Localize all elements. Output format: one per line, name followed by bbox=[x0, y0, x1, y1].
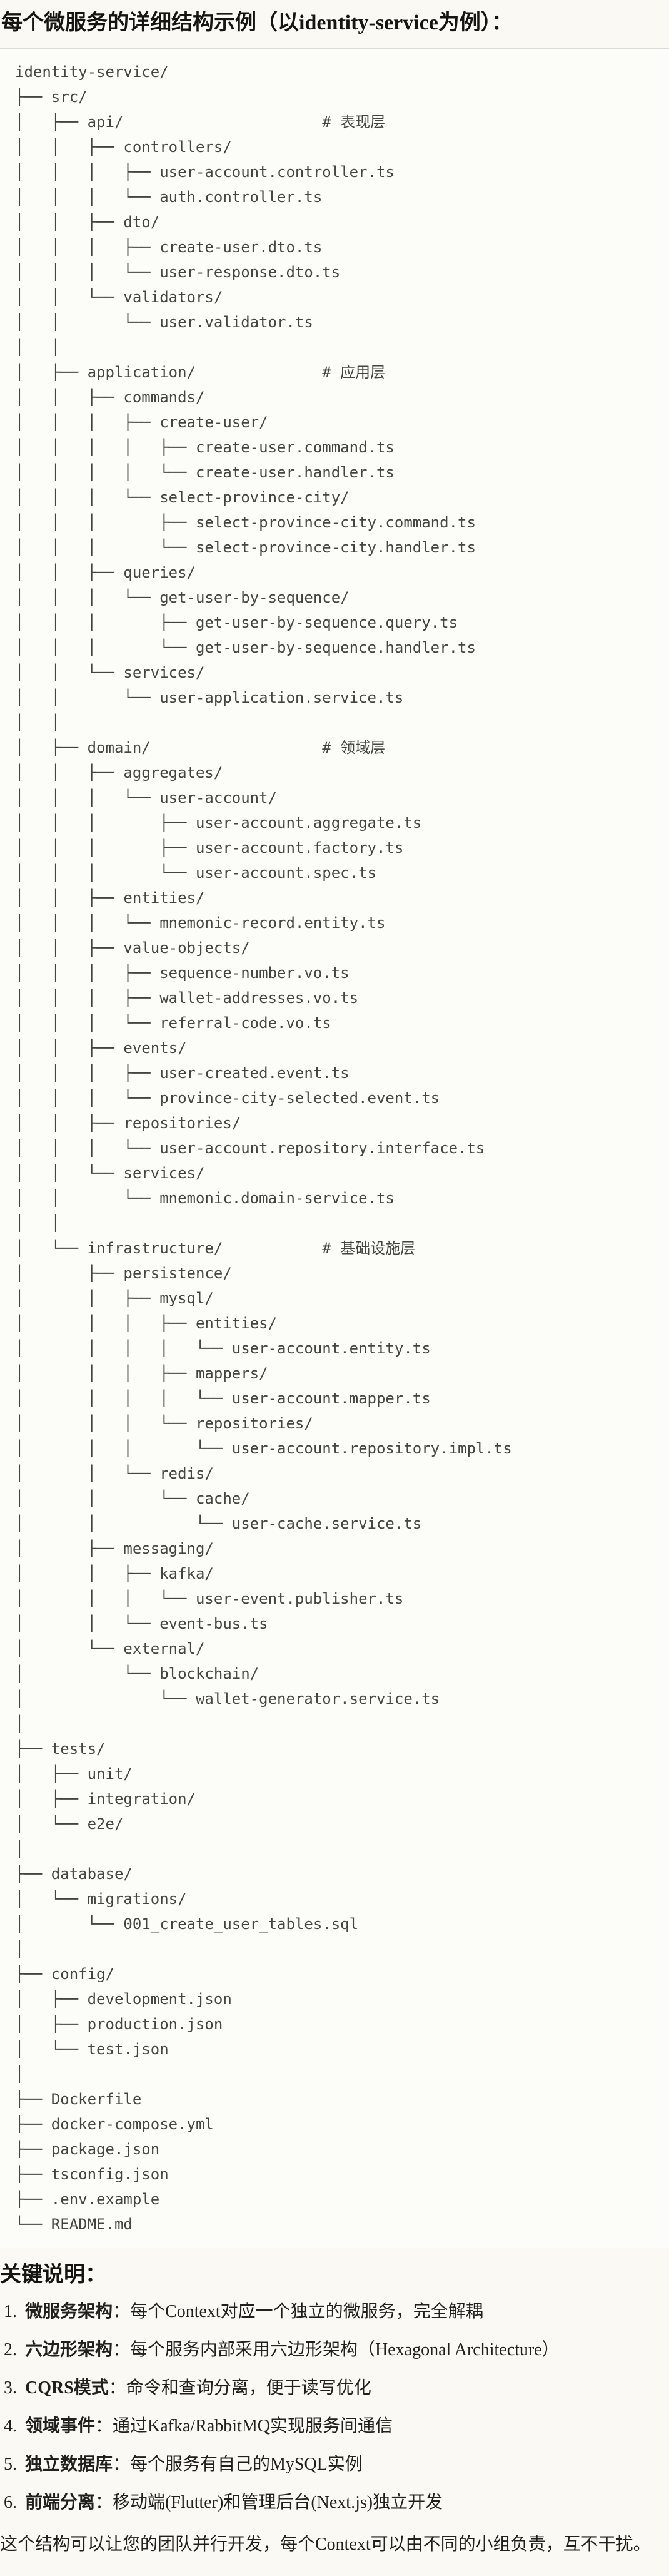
item-term: 六边形架构 bbox=[25, 2340, 113, 2360]
item-term: 独立数据库 bbox=[25, 2455, 113, 2474]
item-term: 前端分离 bbox=[25, 2493, 96, 2512]
directory-tree-code-block: identity-service/ ├── src/ │ ├── api/ # … bbox=[0, 48, 669, 2248]
notes-list: 1. 微服务架构：每个Context对应一个独立的微服务，完全解耦 2. 六边形架构… bbox=[0, 2299, 669, 2515]
item-desc: ：通过Kafka/RabbitMQ实现服务间通信 bbox=[95, 2416, 393, 2436]
item-number: 4. bbox=[4, 2416, 17, 2436]
item-number: 1. bbox=[4, 2302, 17, 2321]
item-term: 微服务架构 bbox=[25, 2302, 113, 2321]
list-item: 5. 独立数据库：每个服务有自己的MySQL实例 bbox=[0, 2452, 669, 2477]
list-item: 4. 领域事件：通过Kafka/RabbitMQ实现服务间通信 bbox=[0, 2414, 669, 2439]
closing-note: 这个结构可以让您的团队并行开发，每个Context可以由不同的小组负责，互不干扰… bbox=[0, 2535, 651, 2554]
item-number: 6. bbox=[4, 2493, 17, 2512]
item-desc: ：命令和查询分离，便于读写优化 bbox=[108, 2378, 371, 2398]
item-number: 3. bbox=[4, 2378, 17, 2398]
list-item: 1. 微服务架构：每个Context对应一个独立的微服务，完全解耦 bbox=[0, 2299, 669, 2324]
notes-heading: 关键说明： bbox=[0, 2263, 106, 2286]
list-item: 2. 六边形架构：每个服务内部采用六边形架构（Hexagonal Architec… bbox=[0, 2338, 669, 2363]
item-desc: ：移动端(Flutter)和管理后台(Next.js)独立开发 bbox=[95, 2493, 443, 2512]
list-item: 6. 前端分离：移动端(Flutter)和管理后台(Next.js)独立开发 bbox=[0, 2490, 669, 2515]
item-number: 2. bbox=[4, 2340, 17, 2360]
item-desc: ：每个服务内部采用六边形架构（Hexagonal Architecture） bbox=[113, 2340, 560, 2360]
item-term: CQRS模式 bbox=[25, 2378, 109, 2398]
item-term: 领域事件 bbox=[25, 2416, 96, 2436]
item-desc: ：每个Context对应一个独立的微服务，完全解耦 bbox=[113, 2302, 483, 2321]
page-title: 每个微服务的详细结构示例（以identity-service为例）： bbox=[1, 11, 513, 34]
item-desc: ：每个服务有自己的MySQL实例 bbox=[113, 2455, 363, 2474]
item-number: 5. bbox=[4, 2455, 17, 2474]
list-item: 3. CQRS模式：命令和查询分离，便于读写优化 bbox=[0, 2376, 669, 2401]
